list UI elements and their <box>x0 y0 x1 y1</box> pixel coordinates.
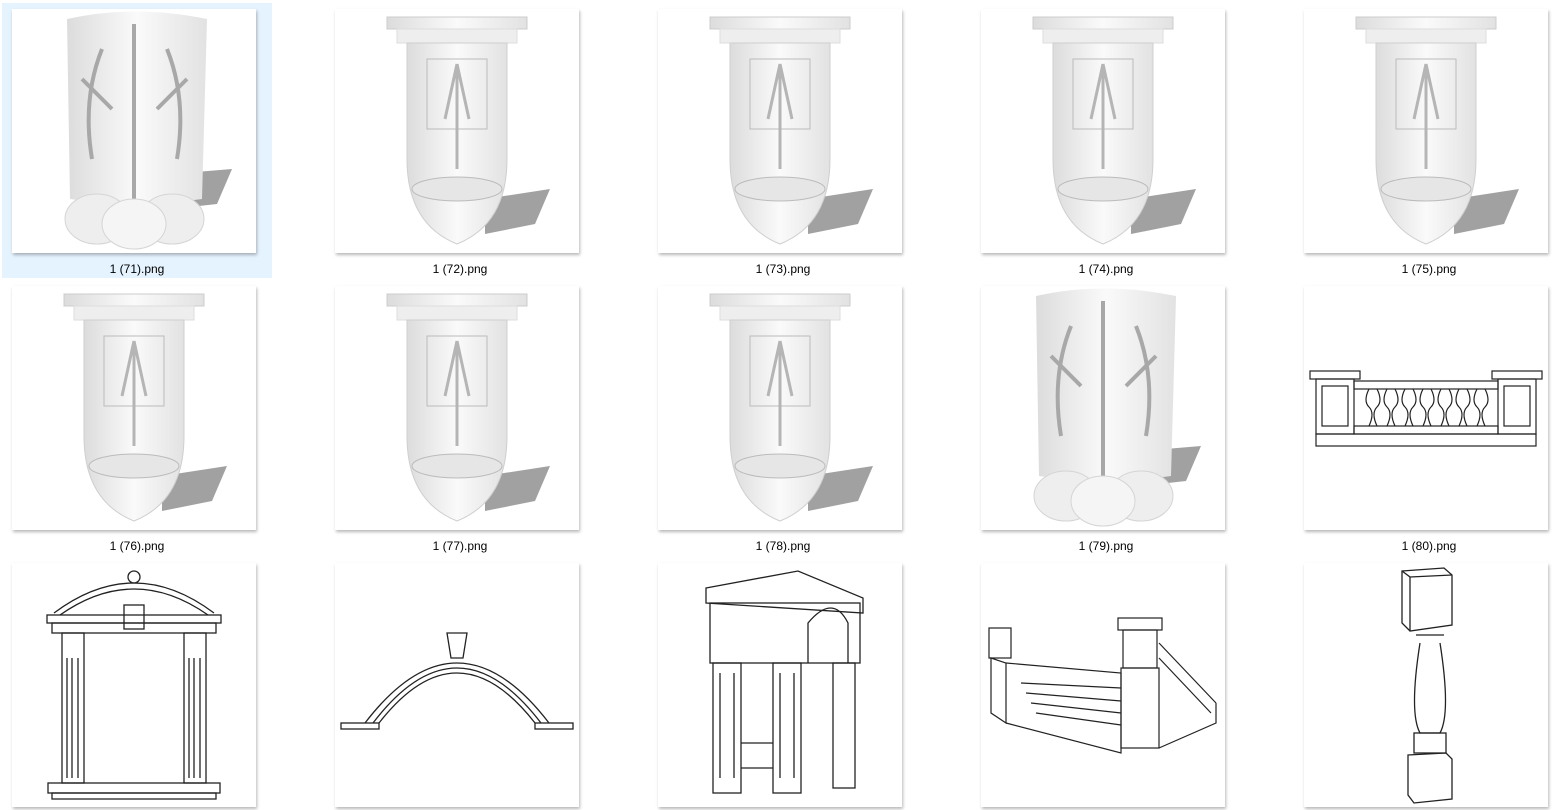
file-item[interactable]: 1 (79).png <box>971 280 1241 555</box>
acanthus-leaf-thumbnail-icon <box>12 9 256 253</box>
file-item[interactable]: 1 (85).png <box>1294 557 1552 810</box>
file-name: 1 (74).png <box>1078 262 1134 276</box>
file-name: 1 (80).png <box>1401 539 1457 553</box>
file-item[interactable]: 1 (80).png <box>1294 280 1552 555</box>
file-item[interactable]: 1 (84).png <box>971 557 1241 810</box>
file-name: 1 (72).png <box>432 262 488 276</box>
file-item[interactable]: 1 (76).png <box>2 280 272 555</box>
file-item[interactable]: 1 (82).png <box>325 557 595 810</box>
file-item[interactable]: 1 (71).png <box>2 3 272 278</box>
file-item[interactable]: 1 (78).png <box>648 280 918 555</box>
arch-window-thumbnail-icon <box>12 563 256 807</box>
acanthus-leaf-thumbnail-icon <box>981 286 1225 530</box>
file-name: 1 (73).png <box>755 262 811 276</box>
file-item[interactable]: 1 (74).png <box>971 3 1241 278</box>
staircase-thumbnail-icon <box>981 563 1225 807</box>
corbel-thumbnail-icon <box>981 9 1225 253</box>
corbel-thumbnail-icon <box>335 286 579 530</box>
file-item[interactable]: 1 (83).png <box>648 557 918 810</box>
file-name: 1 (77).png <box>432 539 488 553</box>
pavilion-thumbnail-icon <box>658 563 902 807</box>
corbel-thumbnail-icon <box>1304 9 1548 253</box>
file-name: 1 (71).png <box>109 262 165 276</box>
file-item[interactable]: 1 (81).png <box>2 557 272 810</box>
corbel-thumbnail-icon <box>658 9 902 253</box>
file-item[interactable]: 1 (75).png <box>1294 3 1552 278</box>
balustrade-thumbnail-icon <box>1304 286 1548 530</box>
file-item[interactable]: 1 (73).png <box>648 3 918 278</box>
corbel-thumbnail-icon <box>335 9 579 253</box>
file-item[interactable]: 1 (72).png <box>325 3 595 278</box>
corbel-thumbnail-icon <box>12 286 256 530</box>
file-item[interactable]: 1 (77).png <box>325 280 595 555</box>
corbel-thumbnail-icon <box>658 286 902 530</box>
file-name: 1 (76).png <box>109 539 165 553</box>
baluster-thumbnail-icon <box>1304 563 1548 807</box>
file-name: 1 (75).png <box>1401 262 1457 276</box>
arch-thumbnail-icon <box>335 563 579 807</box>
file-name: 1 (78).png <box>755 539 811 553</box>
file-name: 1 (79).png <box>1078 539 1134 553</box>
